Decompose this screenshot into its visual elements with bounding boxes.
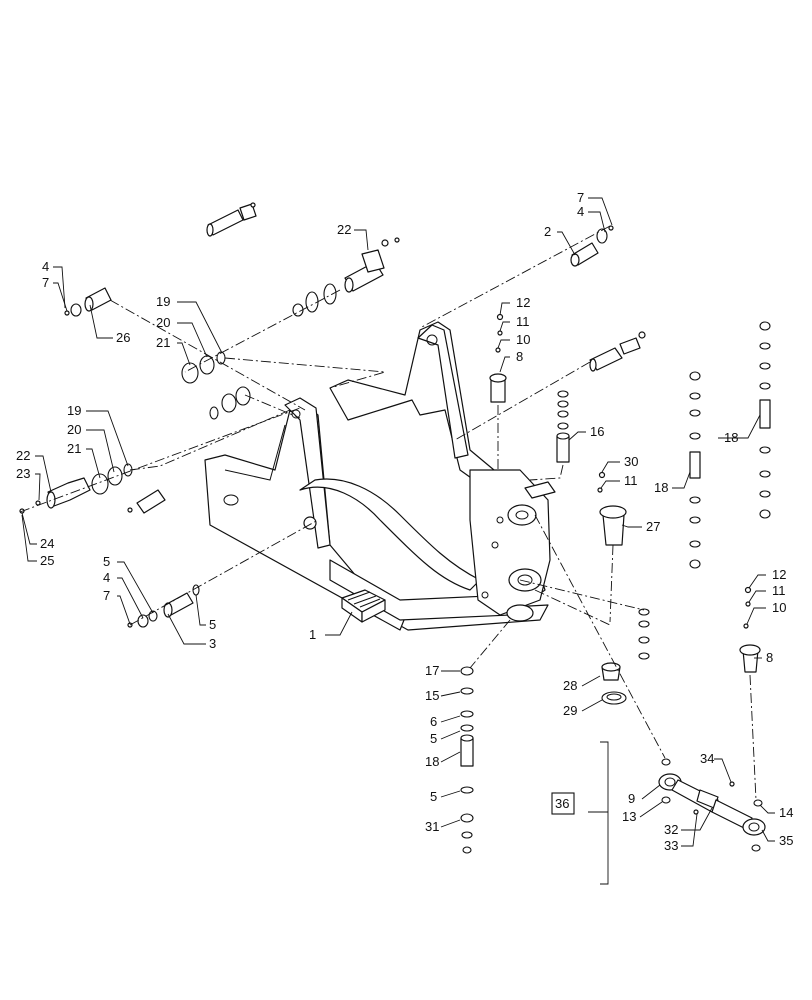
washer-stack-right-lower xyxy=(638,608,650,660)
callout-13: 13 xyxy=(622,809,636,824)
callout-25: 25 xyxy=(40,553,54,568)
callout-18-right: 18 xyxy=(724,430,738,445)
callout-28: 28 xyxy=(563,678,577,693)
callout-12-right: 12 xyxy=(772,567,786,582)
stack-16 xyxy=(556,390,570,463)
washers-middle-left xyxy=(209,386,251,420)
callout-8-top: 8 xyxy=(516,349,523,364)
callout-8-right: 8 xyxy=(766,650,773,665)
box-36 xyxy=(551,792,575,815)
callout-22-top: 22 xyxy=(337,222,351,237)
pin-left-middle-small xyxy=(127,489,166,514)
bushing-28-seal-29 xyxy=(601,662,627,705)
callout-31: 31 xyxy=(425,819,439,834)
pin-3 xyxy=(127,584,200,628)
callout-33: 33 xyxy=(664,838,678,853)
callout-10-right: 10 xyxy=(772,600,786,615)
callout-9: 9 xyxy=(628,791,635,806)
top-left-pin-assembly xyxy=(206,202,257,237)
callout-11-right: 11 xyxy=(772,583,786,598)
callout-18-middle: 18 xyxy=(654,480,668,495)
callout-36: 36 xyxy=(555,796,569,811)
callout-7-top-left: 7 xyxy=(42,275,49,290)
callout-6: 6 xyxy=(430,714,437,729)
callout-19-left: 19 xyxy=(67,403,81,418)
callout-7-left: 7 xyxy=(103,588,110,603)
callout-11-top: 11 xyxy=(516,314,530,329)
callout-10-top: 10 xyxy=(516,332,530,347)
washers-19-20-21-top xyxy=(181,351,226,384)
callout-34: 34 xyxy=(700,751,714,766)
callout-15: 15 xyxy=(425,688,439,703)
callout-19-top: 19 xyxy=(156,294,170,309)
callout-20-top: 20 xyxy=(156,315,170,330)
callout-12-top: 12 xyxy=(516,295,530,310)
callout-29: 29 xyxy=(563,703,577,718)
pin-right-top xyxy=(589,331,646,372)
callout-21-top: 21 xyxy=(156,335,170,350)
callout-3: 3 xyxy=(209,636,216,651)
callout-27: 27 xyxy=(646,519,660,534)
bushing-27 xyxy=(597,471,627,546)
bushing-8-top xyxy=(489,313,507,403)
pin-26 xyxy=(64,287,112,317)
callout-35: 35 xyxy=(779,833,793,848)
callout-4-top-left: 4 xyxy=(42,259,49,274)
callout-1: 1 xyxy=(309,627,316,642)
callout-5-lower-bottom: 5 xyxy=(430,789,437,804)
stack-lower-left xyxy=(460,666,474,854)
callout-16: 16 xyxy=(590,424,604,439)
callout-2: 2 xyxy=(544,224,551,239)
callout-7-top-right: 7 xyxy=(577,190,584,205)
callout-30: 30 xyxy=(624,454,638,469)
pin-22-top xyxy=(292,237,400,317)
callout-22-left: 22 xyxy=(16,448,30,463)
stack-18-right xyxy=(759,321,771,519)
callout-4-top-right: 4 xyxy=(577,204,584,219)
callout-5-left-bottom: 5 xyxy=(209,617,216,632)
leader-lines xyxy=(21,197,775,847)
callout-32: 32 xyxy=(664,822,678,837)
callout-17: 17 xyxy=(425,663,439,678)
callout-11-mid: 11 xyxy=(624,473,638,488)
callout-18-lower: 18 xyxy=(425,754,439,769)
callout-5-left-top: 5 xyxy=(103,554,110,569)
callout-20-left: 20 xyxy=(67,422,81,437)
callout-5-lower-top: 5 xyxy=(430,731,437,746)
stack-18-middle xyxy=(689,371,701,569)
pin-2 xyxy=(570,225,614,267)
callout-4-left: 4 xyxy=(103,570,110,585)
callout-23: 23 xyxy=(16,466,30,481)
callout-14: 14 xyxy=(779,805,793,820)
main-frame xyxy=(204,321,556,631)
linkage-group-36 xyxy=(551,741,766,885)
pin-22-left xyxy=(19,463,133,514)
callout-21-left: 21 xyxy=(67,441,81,456)
center-lines xyxy=(19,225,757,801)
callout-24: 24 xyxy=(40,536,54,551)
callout-labels: 7 4 2 22 4 7 26 19 20 21 12 11 10 8 16 1… xyxy=(16,190,793,853)
bushing-8-right xyxy=(739,586,761,673)
callout-26: 26 xyxy=(116,330,130,345)
